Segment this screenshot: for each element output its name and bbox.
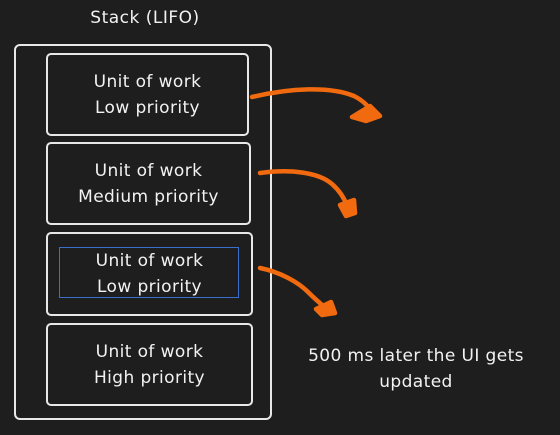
stack-title: Stack (LIFO) bbox=[90, 8, 200, 28]
update-note: 500 ms later the UI gets updated bbox=[282, 343, 550, 395]
unit-3-line2: Low priority bbox=[96, 277, 203, 297]
unit-1-line1: Unit of work bbox=[93, 71, 202, 92]
stack-unit-2[interactable]: Unit of work Medium priority bbox=[46, 142, 251, 225]
unit-2-line1: Unit of work bbox=[94, 160, 203, 181]
note-line-2: updated bbox=[379, 372, 453, 392]
arrow-3-curve bbox=[257, 265, 326, 309]
stack-unit-1[interactable]: Unit of work Low priority bbox=[46, 53, 249, 136]
arrow-3-head bbox=[313, 299, 338, 318]
note-line-1: 500 ms later the UI gets bbox=[308, 346, 524, 366]
unit-2-line2: Medium priority bbox=[78, 186, 219, 207]
arrow-2-head bbox=[337, 197, 358, 219]
unit-1-line2: Low priority bbox=[94, 97, 201, 118]
unit-3-line1: Unit of work bbox=[95, 251, 204, 271]
arrow-2-curve bbox=[257, 169, 350, 209]
stack-unit-4[interactable]: Unit of work High priority bbox=[46, 323, 253, 406]
unit-4-line1: Unit of work bbox=[95, 341, 204, 362]
stack-unit-3[interactable]: Unit of work Low priority bbox=[46, 232, 253, 316]
arrow-1-curve bbox=[249, 87, 375, 116]
arrow-1-head bbox=[349, 103, 383, 124]
stack-container bbox=[14, 44, 272, 420]
unit-4-line2: High priority bbox=[93, 367, 206, 388]
